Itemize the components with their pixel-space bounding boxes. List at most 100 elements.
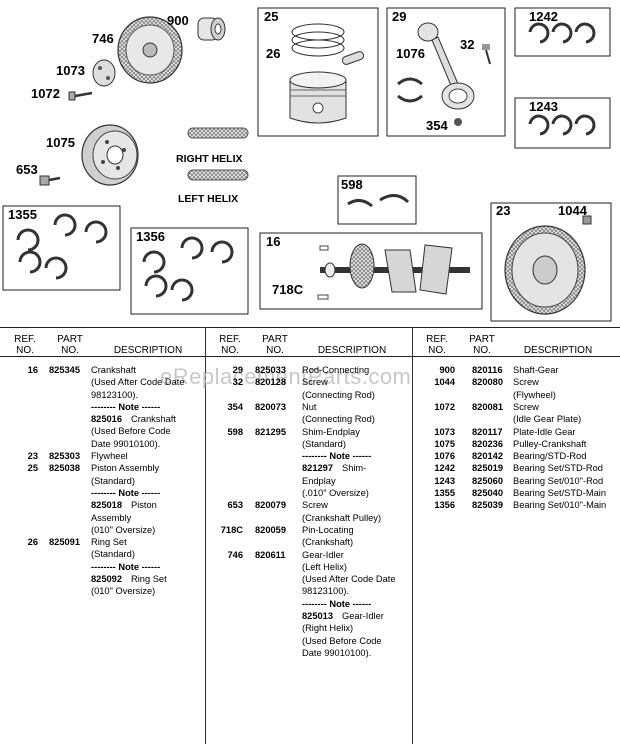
callout-718c: 718C xyxy=(272,282,304,297)
ref-no-header: NO. xyxy=(221,345,239,356)
part-description: (Standard) xyxy=(302,438,346,449)
note-label: -------- Note ------ xyxy=(302,598,372,609)
part-description: (.010" Oversize) xyxy=(302,487,369,498)
part-no-header: NO. xyxy=(61,345,79,356)
ref-number: 1072 xyxy=(434,401,455,412)
description-header: DESCRIPTION xyxy=(317,345,387,356)
part-description: (010" Oversize) xyxy=(91,586,156,597)
connecting-rod-box xyxy=(386,7,506,137)
crankshaft-pulley-illustration xyxy=(81,124,139,186)
piston-box xyxy=(257,7,379,137)
ref-number: 653 xyxy=(227,500,243,511)
part-number[interactable]: 825016 xyxy=(91,414,123,425)
part-number[interactable]: 825019 xyxy=(472,463,504,474)
note-label: -------- Note ------ xyxy=(302,451,372,462)
callout-900: 900 xyxy=(167,13,189,28)
bearing-set-std-rod-box xyxy=(514,7,611,57)
ref-number: 1243 xyxy=(434,475,455,486)
bearing-set-oversize-main-box xyxy=(130,227,249,315)
part-description: 98123100). xyxy=(302,586,350,597)
part-number[interactable]: 825040 xyxy=(472,488,504,498)
part-description: (Connecting Rod) xyxy=(302,414,375,425)
part-description: Plate-Idle Gear xyxy=(513,426,576,437)
part-description: Bearing Set/010"-Main xyxy=(513,500,607,511)
flywheel-box xyxy=(490,202,612,322)
idler-gear-illustration xyxy=(117,16,183,84)
part-number[interactable]: 821297 xyxy=(302,463,334,474)
part-number[interactable]: 820059 xyxy=(255,524,287,535)
bearing-set-oversize-rod-box xyxy=(514,97,611,149)
ref-number: 1075 xyxy=(434,438,455,449)
part-header: PART xyxy=(57,334,83,345)
part-description: (Crankshaft) xyxy=(302,537,354,548)
part-description: Screw xyxy=(513,401,539,412)
part-number[interactable]: 820117 xyxy=(472,426,503,437)
part-number[interactable]: 820611 xyxy=(255,549,286,560)
right-helix-illustration xyxy=(187,127,249,139)
callout-746: 746 xyxy=(92,31,114,46)
callout-1243: 1243 xyxy=(529,99,558,114)
part-number[interactable]: 825092 xyxy=(91,574,123,585)
part-number[interactable]: 820081 xyxy=(472,401,504,412)
callout-1075: 1075 xyxy=(46,135,75,150)
ref-number: 1044 xyxy=(434,377,455,388)
part-description: Flywheel xyxy=(91,451,128,462)
callout-598: 598 xyxy=(341,177,363,192)
part-number[interactable]: 825018 xyxy=(91,500,123,511)
part-description: Nut xyxy=(302,401,317,412)
callout-1076: 1076 xyxy=(396,46,425,61)
callout-32: 32 xyxy=(460,37,474,52)
part-number[interactable]: 820142 xyxy=(472,451,504,462)
part-description: (Used After Code Date xyxy=(302,574,396,585)
part-description: (Used Before Code xyxy=(302,635,382,646)
ref-header: REF. xyxy=(219,334,241,345)
ref-number: 746 xyxy=(227,549,243,560)
part-number[interactable]: 825303 xyxy=(49,451,81,462)
part-number[interactable]: 825013 xyxy=(302,610,334,621)
part-number[interactable]: 820073 xyxy=(255,401,287,412)
callout-1242: 1242 xyxy=(529,9,558,24)
ref-number: 598 xyxy=(227,426,243,437)
part-description: Screw xyxy=(513,377,539,388)
table-top-rule xyxy=(0,327,620,328)
part-description: Shim- xyxy=(342,463,367,474)
part-number[interactable]: 820128 xyxy=(255,377,287,388)
part-number[interactable]: 825345 xyxy=(49,365,81,375)
callout-1355: 1355 xyxy=(8,207,37,222)
callout-23: 23 xyxy=(496,203,510,218)
ref-number: 1073 xyxy=(434,426,455,437)
part-description: (Used After Code Date xyxy=(91,377,185,388)
part-number[interactable]: 825039 xyxy=(472,500,504,511)
left-helix-illustration xyxy=(187,169,249,181)
ref-number: 32 xyxy=(232,377,243,388)
part-number[interactable]: 825033 xyxy=(255,365,287,375)
part-number[interactable]: 820079 xyxy=(255,500,287,511)
part-description: Ring Set xyxy=(131,574,167,585)
part-number[interactable]: 821295 xyxy=(255,426,287,437)
part-number[interactable]: 825091 xyxy=(49,537,81,548)
part-description: Date 99010100). xyxy=(302,647,372,658)
callout-26: 26 xyxy=(266,46,280,61)
part-number[interactable]: 820116 xyxy=(472,365,503,375)
description-header: DESCRIPTION xyxy=(113,345,183,356)
ref-number: 1355 xyxy=(434,488,455,498)
part-number[interactable]: 825060 xyxy=(472,475,504,486)
ref-header: REF. xyxy=(426,334,448,345)
part-no-header: NO. xyxy=(266,345,284,356)
part-description: (Used Before Code xyxy=(91,426,171,437)
ref-header: REF. xyxy=(14,334,36,345)
ref-number: 16 xyxy=(27,365,38,375)
part-description: (Crankshaft Pulley) xyxy=(302,512,382,523)
shim-endplay-box xyxy=(337,175,417,225)
part-description: Ring Set xyxy=(91,537,127,548)
idle-gear-plate-illustration xyxy=(92,59,116,87)
callout-1073: 1073 xyxy=(56,63,85,78)
part-number[interactable]: 820080 xyxy=(472,377,504,388)
part-number[interactable]: 825038 xyxy=(49,463,81,474)
crankshaft-box xyxy=(259,232,483,310)
part-header: PART xyxy=(262,334,288,345)
ref-number: 900 xyxy=(439,365,455,375)
part-no-header: NO. xyxy=(473,345,491,356)
callout-16: 16 xyxy=(266,234,280,249)
part-number[interactable]: 820236 xyxy=(472,438,504,449)
